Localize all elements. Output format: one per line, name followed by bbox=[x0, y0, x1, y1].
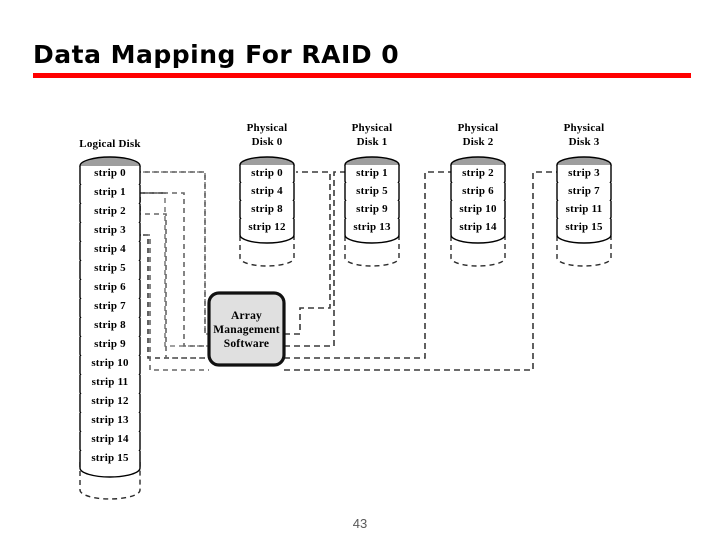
title-underline-rule bbox=[33, 73, 691, 78]
logical-disk-strips bbox=[79, 166, 141, 478]
physical-disk-0-shape bbox=[239, 156, 295, 267]
physical-disk-3-bottom-dashed bbox=[556, 236, 612, 267]
connectors-logical-to-ams bbox=[134, 171, 209, 347]
physical-disk-0-seg-3 bbox=[239, 219, 295, 244]
connector-physical-disk-3 bbox=[284, 171, 558, 371]
connector-logical-strip-3 bbox=[134, 234, 209, 359]
connector-l1 bbox=[136, 192, 209, 347]
physical-disk-2-bottom-dashed bbox=[450, 236, 506, 267]
logical-strip-seg-15 bbox=[79, 451, 141, 478]
physical-disk-3-seg-3 bbox=[556, 219, 612, 244]
connector-physical-disk-1b bbox=[284, 171, 348, 347]
connector-logical-strip-1 bbox=[134, 192, 209, 347]
physical-disk-3-shape bbox=[556, 156, 612, 267]
physical-disk-1-shape bbox=[344, 156, 400, 267]
physical-disk-2-shape bbox=[450, 156, 506, 267]
connector-l0 bbox=[136, 171, 209, 335]
connector-physical-disk-0 bbox=[284, 171, 331, 335]
connectors-logical-nested bbox=[136, 171, 209, 371]
physical-disk-0-bottom-dashed bbox=[239, 236, 295, 267]
title-block: Data Mapping For RAID 0 bbox=[33, 40, 693, 70]
connector-l3 bbox=[136, 234, 209, 371]
connector-logical-strip-0 bbox=[134, 171, 209, 335]
physical-disk-1-bottom-dashed bbox=[344, 236, 400, 267]
logical-disk-shape bbox=[79, 156, 141, 500]
page-number: 43 bbox=[352, 516, 368, 531]
connectors-ams-to-physical bbox=[284, 171, 558, 371]
physical-disk-1-seg-3 bbox=[344, 219, 400, 244]
array-management-software-box bbox=[207, 291, 286, 367]
page-title: Data Mapping For RAID 0 bbox=[33, 40, 400, 69]
connector-physical-disk-2 bbox=[284, 171, 452, 359]
physical-disk-2-seg-3 bbox=[450, 219, 506, 244]
connector-l2 bbox=[136, 213, 209, 359]
